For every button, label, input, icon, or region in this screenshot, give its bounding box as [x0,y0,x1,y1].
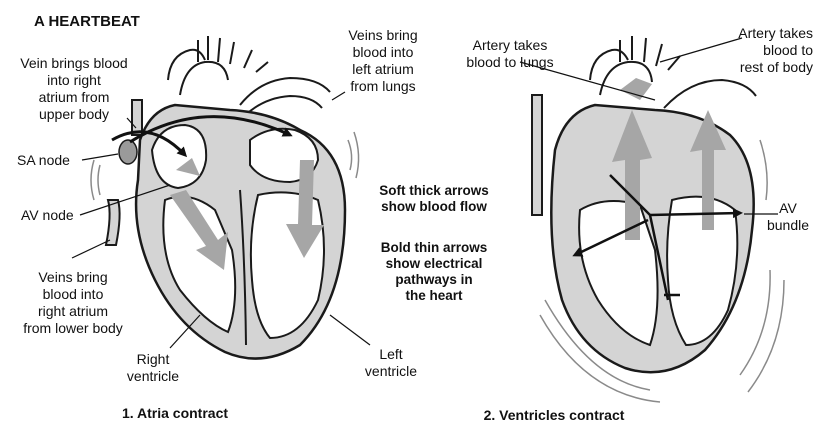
note-electrical-pathways: Bold thin arrows show electrical pathway… [352,240,516,304]
label-vein-upper-body: Vein brings blood into right atrium from… [6,55,142,123]
right-atrium [152,125,206,188]
label-artery-to-body: Artery takes blood to rest of body [716,25,813,76]
heart-panel-2 [520,36,784,402]
label-sa-node: SA node [17,152,70,169]
label-right-ventricle: Right ventricle [112,351,194,385]
diagram-title: A HEARTBEAT [34,13,140,30]
sa-node [119,140,137,164]
caption-atria-contract: 1. Atria contract [100,405,250,422]
label-artery-to-lungs: Artery takes blood to lungs [447,37,573,71]
vena-cava-2 [532,95,542,215]
label-veins-lower-body: Veins bring blood into right atrium from… [8,269,138,337]
label-av-node: AV node [21,207,74,224]
caption-ventricles-contract: 2. Ventricles contract [464,407,644,424]
label-left-ventricle: Left ventricle [356,346,426,380]
inferior-vena-cava [106,200,120,245]
note-blood-flow: Soft thick arrows show blood flow [352,183,516,215]
label-veins-from-lungs: Veins bring blood into left atrium from … [328,27,438,95]
label-av-bundle: AV bundle [760,200,816,234]
